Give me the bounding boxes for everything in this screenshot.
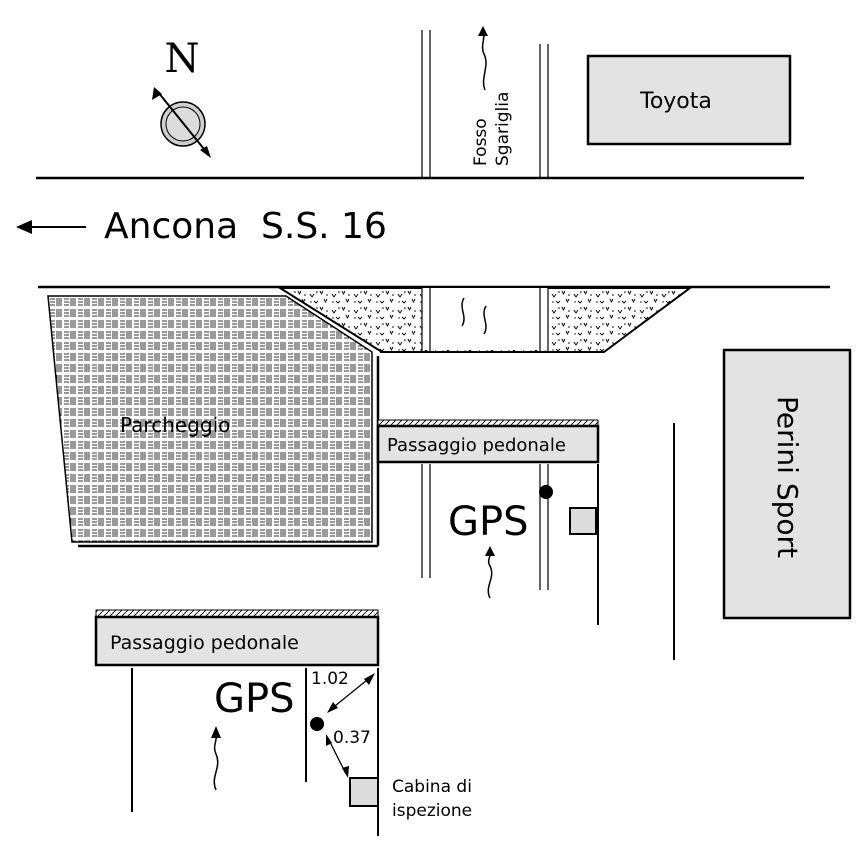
toyota-building: Toyota (586, 54, 792, 146)
dimension-label-1: 1.02 (311, 669, 349, 689)
road-label: Ancona S.S. 16 (104, 206, 387, 247)
gps-point-lower (310, 717, 324, 731)
dimension-label-2: 0.37 (333, 728, 371, 748)
walkway-lower: Passaggio pedonale (94, 609, 380, 667)
gps-label-upper: GPS (448, 499, 529, 545)
walkway-upper: Passaggio pedonale (376, 419, 600, 464)
direction-arrow-icon (16, 220, 32, 234)
water-icon (461, 297, 465, 327)
cabin-label-2: ispezione (392, 801, 472, 821)
parking-label: Parcheggio (120, 413, 230, 437)
walkway-label-upper: Passaggio pedonale (387, 435, 566, 456)
north-letter: N (165, 36, 200, 82)
canal-label-1: Fosso (471, 118, 491, 166)
north-arrow-icon (152, 87, 211, 158)
canal-label-2: Sgariglia (493, 92, 513, 166)
verge (276, 287, 694, 353)
parking-area: Parcheggio (47, 295, 380, 548)
gps-point-upper (539, 485, 553, 499)
perini-building: Perini Sport (722, 348, 852, 620)
road: Ancona S.S. 16 (16, 176, 830, 289)
dimension-line-1 (329, 675, 373, 711)
flow-arrow-icon-2 (487, 549, 493, 599)
flow-arrow-icon (481, 29, 487, 91)
gps-label-lower: GPS (214, 676, 295, 722)
toyota-label: Toyota (639, 89, 712, 114)
gps-area-upper: GPS (421, 464, 599, 625)
cabin-label-1: Cabina di (392, 777, 472, 797)
compass: N (152, 36, 211, 158)
inspection-cabin-lower (349, 777, 379, 807)
canal-north: Fosso Sgariglia (421, 26, 549, 178)
flow-arrow-icon-3 (213, 731, 219, 791)
gps-area-lower: GPS 1.02 0.37 Cabina di ispezione (131, 668, 472, 836)
perini-label: Perini Sport (771, 396, 804, 558)
walkway-label-lower: Passaggio pedonale (110, 632, 299, 654)
inspection-cabin-upper (569, 507, 597, 535)
